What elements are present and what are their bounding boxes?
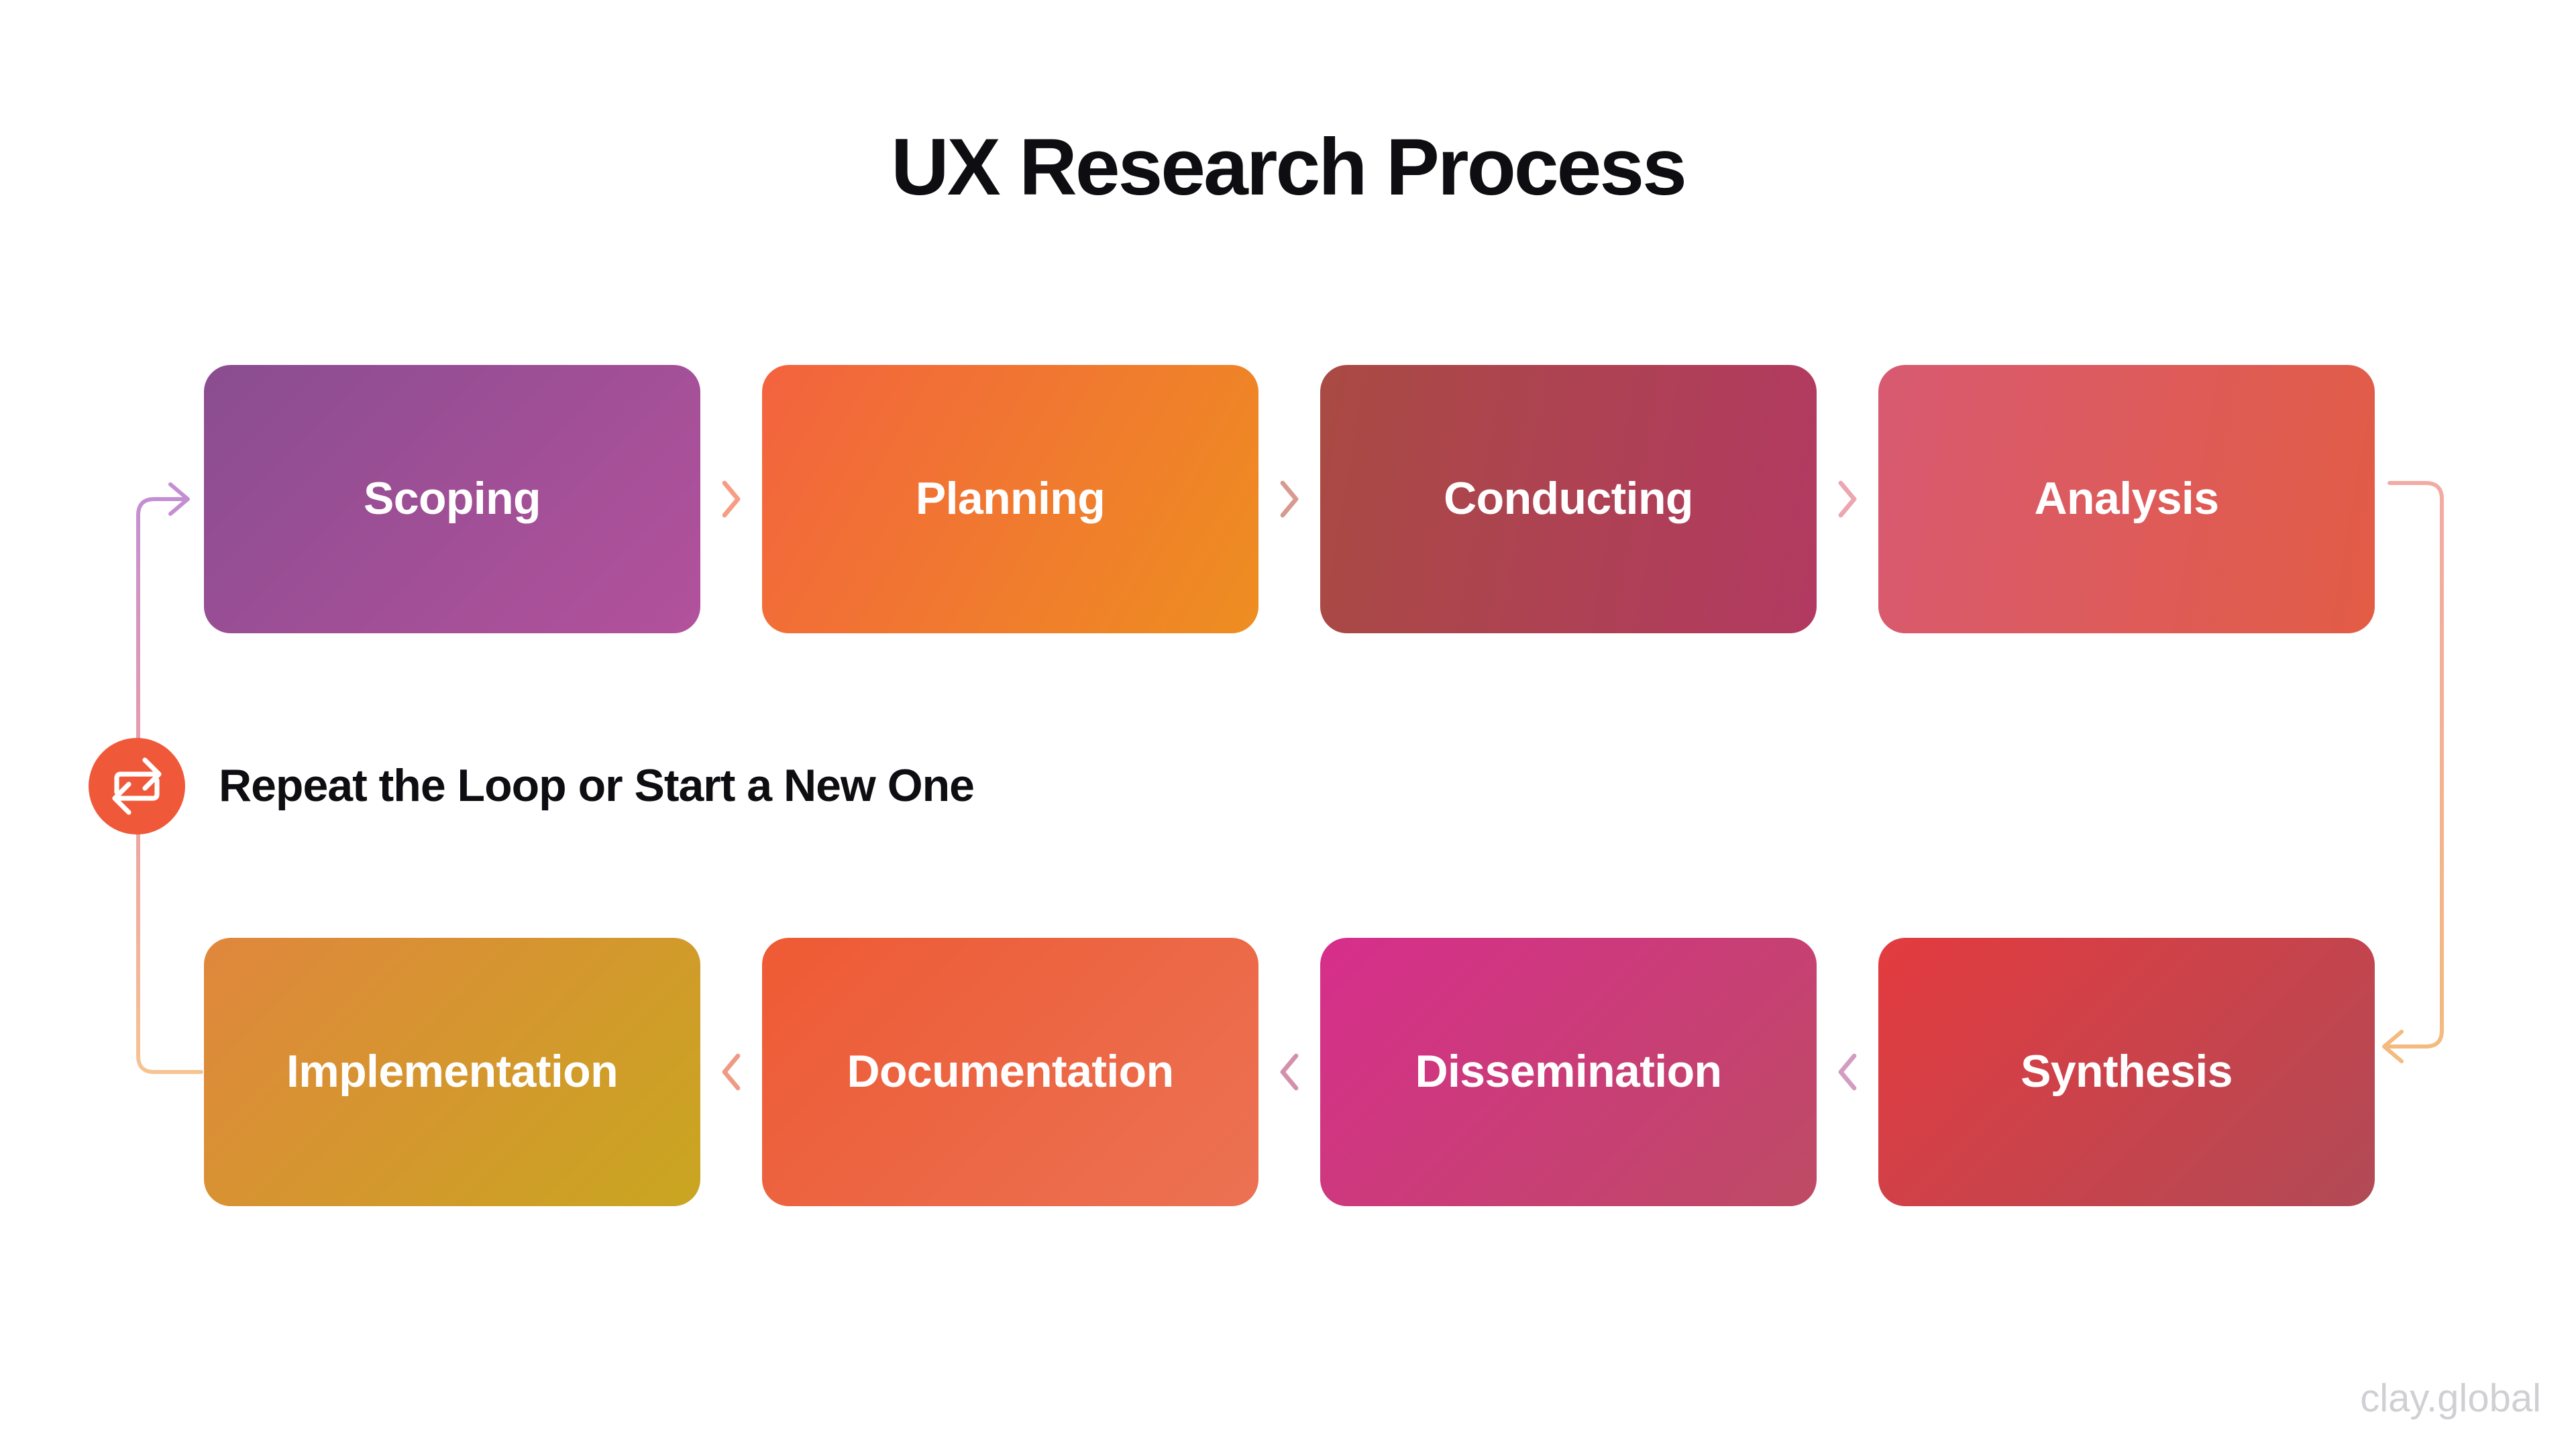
chevron-right-icon [1280, 480, 1299, 518]
step-analysis: Analysis [1878, 365, 2375, 633]
watermark: clay.global [2360, 1378, 2541, 1421]
step-synthesis: Synthesis [1878, 938, 2375, 1206]
page-title: UX Research Process [891, 122, 1687, 212]
step-label: Dissemination [1415, 1046, 1723, 1097]
chevron-right-icon [722, 480, 741, 518]
step-label: Synthesis [2021, 1046, 2233, 1097]
step-implementation: Implementation [204, 938, 700, 1206]
step-label: Analysis [2034, 473, 2220, 524]
loop-label: Repeat the Loop or Start a New One [219, 761, 975, 812]
step-documentation: Documentation [762, 938, 1258, 1206]
arrow-right-icon [168, 482, 190, 516]
step-label: Conducting [1444, 473, 1693, 524]
repeat-icon [89, 738, 185, 835]
step-label: Scoping [363, 473, 541, 524]
step-conducting: Conducting [1320, 365, 1817, 633]
chevron-left-icon [1280, 1053, 1299, 1091]
step-planning: Planning [762, 365, 1258, 633]
arrow-left-icon [2382, 1030, 2404, 1063]
step-label: Implementation [286, 1046, 619, 1097]
step-scoping: Scoping [204, 365, 700, 633]
step-label: Documentation [847, 1046, 1174, 1097]
step-label: Planning [915, 473, 1106, 524]
chevron-left-icon [1838, 1053, 1857, 1091]
chevron-left-icon [722, 1053, 741, 1091]
chevron-right-icon [1838, 480, 1857, 518]
loop-connector-right [2387, 481, 2444, 1049]
step-dissemination: Dissemination [1320, 938, 1817, 1206]
